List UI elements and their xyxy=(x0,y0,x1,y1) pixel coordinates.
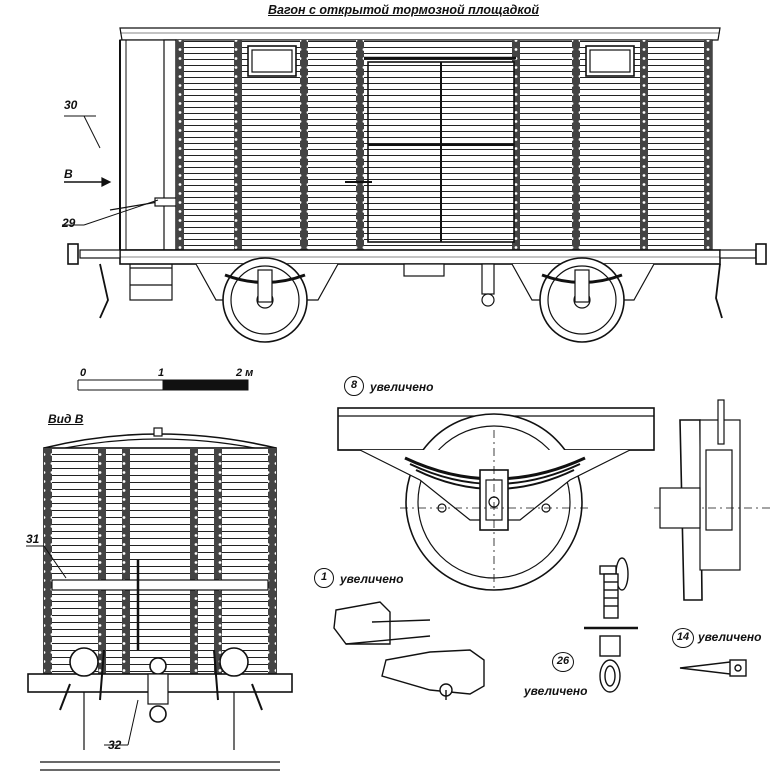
scale-bar xyxy=(77,379,249,391)
view-b-title: Вид В xyxy=(48,412,84,426)
callout-30: 30 xyxy=(64,98,78,112)
scale-tick-1: 1 xyxy=(158,367,165,379)
drawing-title: Вагон с открытой тормозной площадкой xyxy=(268,3,539,17)
end-buffer-right xyxy=(219,647,249,677)
detail-8-caption: увеличено xyxy=(370,380,434,394)
detail-26-caption: увеличено xyxy=(524,684,588,698)
detail-14-number: 14 xyxy=(672,628,694,648)
scale-tick-0: 0 xyxy=(80,367,87,379)
buffer-left xyxy=(67,243,121,265)
callout-32: 32 xyxy=(108,738,122,752)
wheelset-right xyxy=(511,257,655,343)
detail-26-coupler xyxy=(584,557,638,693)
detail-8-number: 8 xyxy=(344,376,364,396)
detail-1-number: 1 xyxy=(314,568,334,588)
detail-1-caption: увеличено xyxy=(340,572,404,586)
buffer-right xyxy=(719,243,767,265)
callout-29: 29 xyxy=(62,216,76,230)
roof xyxy=(119,27,721,41)
detail-1-part xyxy=(333,601,485,700)
callout-31: 31 xyxy=(26,532,40,546)
end-view xyxy=(26,427,293,771)
scale-tick-2: 2 м xyxy=(236,367,254,379)
end-wall xyxy=(43,447,277,677)
detail-8-spring xyxy=(337,399,770,601)
end-buffer-left xyxy=(69,647,99,677)
detail-14-pin xyxy=(679,659,747,677)
detail-14-caption: увеличено xyxy=(698,630,762,644)
side-view xyxy=(62,27,767,343)
view-arrow-label: В xyxy=(64,167,73,181)
wheelset-left xyxy=(195,257,339,343)
detail-26-number: 26 xyxy=(552,652,574,672)
